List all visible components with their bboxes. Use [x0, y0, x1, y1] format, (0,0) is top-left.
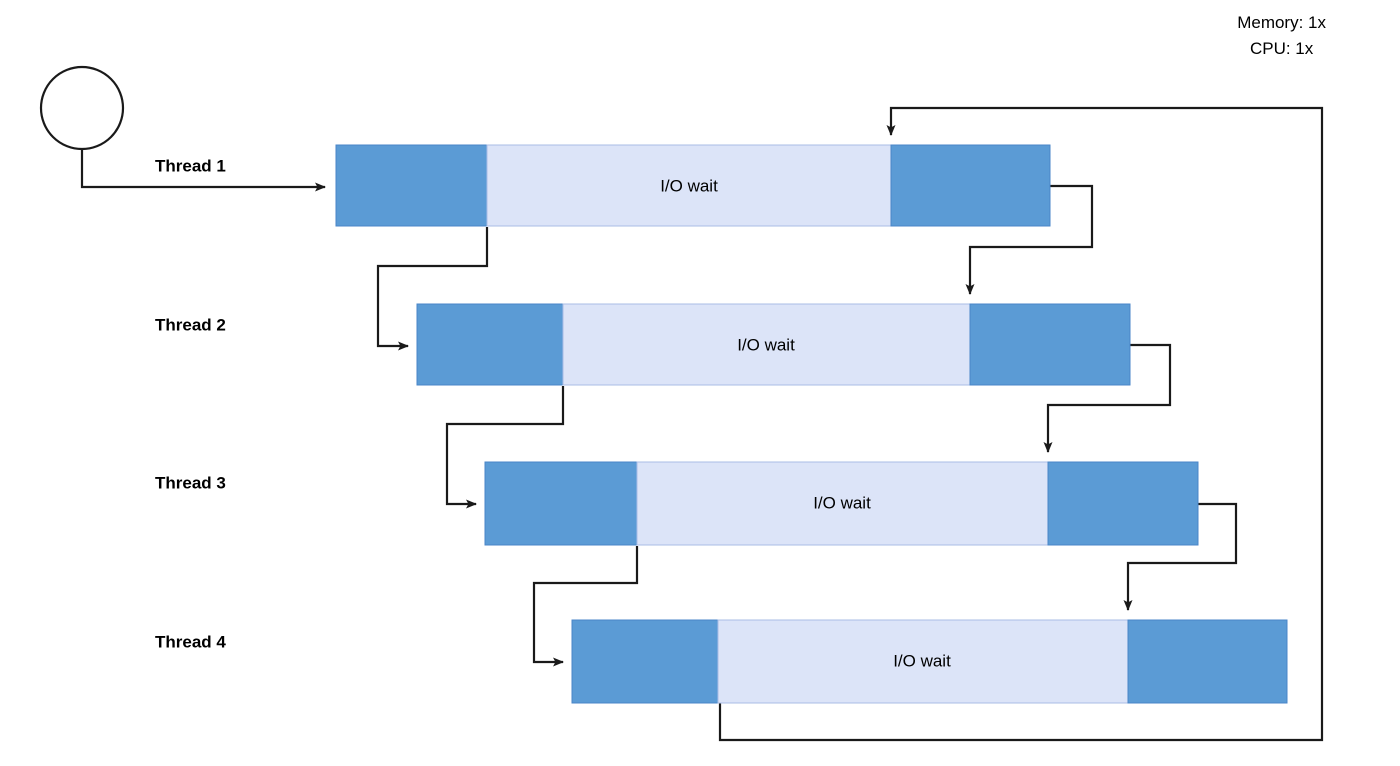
- io-wait-label: I/O wait: [813, 493, 871, 512]
- resource-legend: Memory: 1x CPU: 1x: [1237, 10, 1326, 62]
- thread-segment-cpu-run-start[interactable]: [335, 144, 488, 227]
- thread3-spawn-thread4: [532, 546, 639, 667]
- thread4-loop-back-to-thread1: [718, 106, 1324, 742]
- thread-segment-io-wait[interactable]: [562, 303, 971, 386]
- legend-cpu: CPU: 1x: [1249, 39, 1314, 58]
- thread3-resume-thread4: [1123, 502, 1238, 611]
- thread-segment-cpu-run-end[interactable]: [890, 144, 1051, 227]
- thread-segment-io-wait[interactable]: [636, 461, 1049, 546]
- thread-segment-cpu-run-start[interactable]: [571, 619, 719, 704]
- io-wait-label: I/O wait: [737, 335, 795, 354]
- thread-row: I/O wait Thread 1: [155, 144, 1051, 227]
- thread1-resume-thread2: [965, 184, 1094, 295]
- thread-row: I/O wait Thread 4: [155, 619, 1288, 704]
- thread-segment-cpu-run-start[interactable]: [484, 461, 638, 546]
- thread2-resume-thread3: [1043, 343, 1172, 453]
- thread2-spawn-thread3: [445, 386, 565, 509]
- io-wait-label: I/O wait: [893, 651, 951, 670]
- thread-row: I/O wait Thread 3: [155, 461, 1199, 546]
- thread-segment-cpu-run-start[interactable]: [416, 303, 564, 386]
- thread-segment-cpu-run-end[interactable]: [1127, 619, 1288, 704]
- thread-segment-cpu-run-end[interactable]: [1047, 461, 1199, 546]
- thread1-spawn-thread2: [376, 227, 489, 351]
- thread-label-4: Thread 4: [155, 632, 226, 651]
- thread-row: I/O wait Thread 2: [155, 303, 1131, 386]
- thread-label-2: Thread 2: [155, 315, 226, 334]
- start-to-thread1: [80, 148, 326, 192]
- io-wait-label: I/O wait: [660, 176, 718, 195]
- legend-memory: Memory: 1x: [1237, 13, 1326, 32]
- thread-segment-cpu-run-end[interactable]: [969, 303, 1131, 386]
- thread-segment-io-wait[interactable]: [486, 144, 892, 227]
- thread-label-3: Thread 3: [155, 473, 226, 492]
- thread-label-1: Thread 1: [155, 156, 226, 175]
- start-node-circle: [39, 65, 125, 151]
- connector-layer: [80, 106, 1324, 742]
